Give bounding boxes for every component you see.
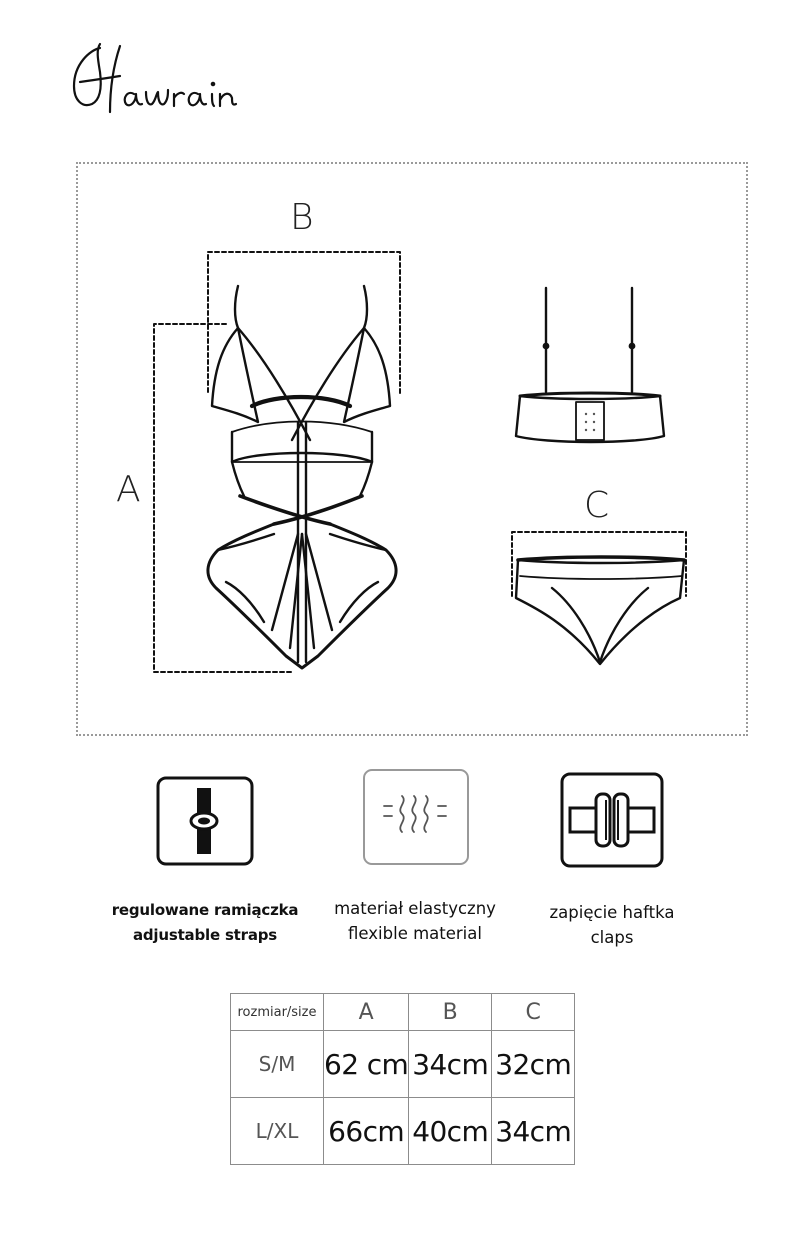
panty-outline <box>514 555 686 666</box>
size-value: 66cm <box>322 1097 410 1165</box>
feature-caption-clasp: zapięcie haftka claps <box>530 900 694 950</box>
size-table-corner: rozmiar/size <box>230 993 324 1031</box>
teddy-outline <box>206 284 398 670</box>
table-row: L/XL 66cm 40cm 34cm <box>230 1097 576 1165</box>
dimension-label-b: B <box>290 197 314 238</box>
dimension-label-a: A <box>116 469 141 510</box>
size-table-col-c: C <box>491 993 576 1031</box>
feature-caption-line: flexible material <box>348 924 482 943</box>
size-value: 32cm <box>491 1030 576 1098</box>
table-row: S/M 62 cm 34cm 32cm <box>230 1030 576 1098</box>
size-label: L/XL <box>230 1097 324 1165</box>
feature-caption-material: materiał elastyczny flexible material <box>312 896 518 946</box>
feature-caption-line: adjustable straps <box>132 926 278 944</box>
feature-caption-line: regulowane ramiączka <box>111 901 299 919</box>
size-value: 62 cm <box>322 1030 410 1098</box>
size-value: 34cm <box>408 1030 493 1098</box>
dimension-label-c: C <box>584 485 610 526</box>
size-table-col-b: B <box>408 993 493 1031</box>
size-table-header: rozmiar/size A B C <box>230 993 576 1031</box>
size-table-col-a: A <box>322 993 410 1031</box>
elastic-material-icon <box>362 768 469 865</box>
bra-outline <box>514 286 666 444</box>
hook-clasp-icon <box>560 772 664 868</box>
feature-caption-line: claps <box>590 928 634 947</box>
size-label: S/M <box>230 1030 324 1098</box>
feature-caption-straps: regulowane ramiączka adjustable straps <box>92 898 318 948</box>
feature-caption-line: materiał elastyczny <box>334 899 496 918</box>
product-diagram: B A C <box>76 162 748 736</box>
adjustable-strap-icon <box>156 776 254 870</box>
size-value: 34cm <box>491 1097 576 1165</box>
brand-logo <box>60 20 260 130</box>
feature-caption-line: zapięcie haftka <box>549 903 675 922</box>
size-table: rozmiar/size A B C S/M 62 cm 34cm 32cm L… <box>230 993 576 1165</box>
size-value: 40cm <box>408 1097 493 1165</box>
